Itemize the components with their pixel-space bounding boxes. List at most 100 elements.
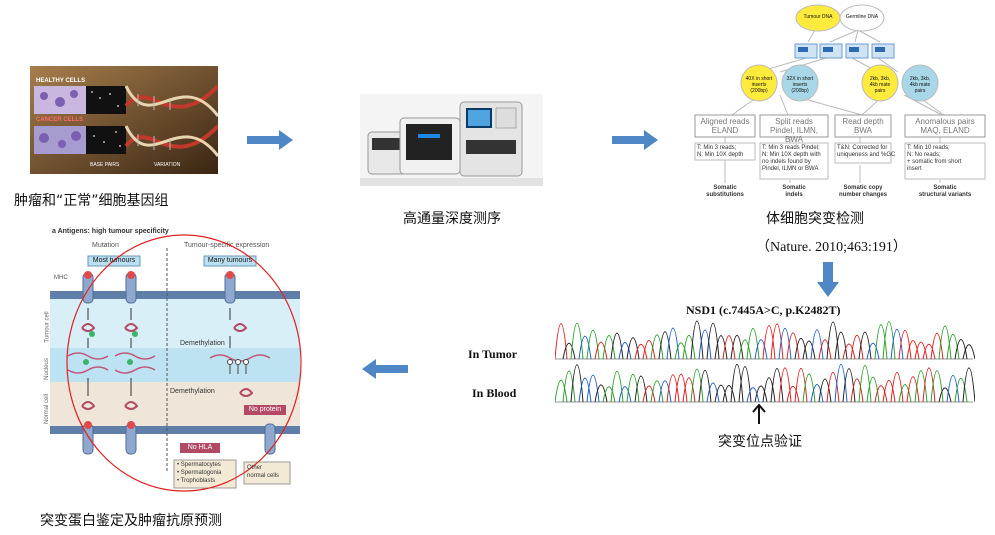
arrow-right-icon [247,130,293,150]
chromatogram-peak [890,328,904,360]
chromatogram-peak [578,335,592,360]
demethylation-label-1: Demethylation [180,340,225,347]
result-line: Somatic copy [843,185,883,191]
chromatogram-peak [650,334,664,360]
healthy-cells-label: HEALTHY CELLS [36,78,86,84]
criteria-line: uniqueness and %GC [837,152,896,158]
chromatogram-peak [618,342,632,360]
other-normal-cells: Other normal cells [247,464,279,480]
tag-many-tumours: Many tumours [207,257,253,264]
dna-helix-illustration [30,66,218,174]
chromatogram-peak [730,335,744,360]
no-protein-label: No protein [248,406,282,413]
chromatogram-peak [682,335,696,360]
result-somatic-indels: Somatic indels [760,185,828,199]
step1-caption: 肿瘤和“正常”细胞基因组 [14,193,169,209]
chromatogram-peak [746,387,760,403]
chromatogram-peak [650,380,664,403]
result-line: substitutions [706,192,744,198]
step3-caption: 体细胞突变检测 [766,211,864,227]
chromatogram-peak [682,377,696,403]
chromatogram-peak [722,335,736,360]
cell-diagram [50,234,302,492]
method-split-reads-criteria: T: Min 3 reads Pindel; N: Min 10X depth … [762,145,821,173]
chromatogram-peak [698,369,712,403]
chromatogram-peak [730,364,744,403]
step4-caption: 突变位点验证 [718,434,802,450]
row-label-tumor: In Tumor [468,347,518,361]
criteria-line: N: Min 10X depth [697,152,744,158]
chromatogram-peak [594,384,608,403]
chromatogram-peak [962,344,975,360]
chromatogram-peak [778,367,792,403]
chromatogram-peak [634,343,648,360]
chromatogram-peak [794,367,808,403]
mhc-label: MHC [54,275,68,281]
column-mutation: Mutation [92,242,119,249]
chromatogram-peak [610,332,624,360]
chromatogram-peak [674,342,688,360]
chromatogram-peak [786,385,800,403]
chromatogram-peak [706,382,720,403]
chromatogram-peak [810,329,824,360]
chromatogram-peak [690,368,704,403]
result-line: structural variants [918,192,972,198]
insert-label-4: 2kb, 3kb, 4kb mate pairs [909,76,931,94]
insert-label-2: 32X in short inserts (200bp) [786,76,814,94]
chromatogram-peak [562,342,576,360]
antigen-figure: a Antigens: high tumour specificity Muta… [30,228,305,496]
step3-citation: （Nature. 2010;463:191） [756,240,907,255]
tumour-dna-node: Tumour DNA [803,14,833,20]
chromatogram-peak [874,324,888,360]
insert-label-3: 2kb, 3kb, 4kb mate pairs [869,76,891,94]
antigen-panel-title: a Antigens: high tumour specificity [52,228,169,235]
chromatogram-peak [826,371,840,403]
chromatogram-peak [906,340,920,360]
side-label-normal-cell: Normal cell [44,393,51,425]
chromatogram-peak [570,322,584,360]
method-aligned-reads-criteria: T: Min 3 reads; N: Min 10X depth [697,145,743,159]
method-split-reads-title: Split reads [775,117,813,126]
chromatogram-peak [698,329,712,360]
chromatogram-peak [610,370,624,403]
chromatogram-peak [858,331,872,360]
chromatogram-peak [850,335,864,360]
result-somatic-substitutions: Somatic substitutions [695,185,755,199]
row-label-blood: In Blood [472,386,517,400]
other-cells-line: normal cells [247,473,280,479]
other-cells-line: Other [247,465,263,471]
chromatogram-peak [770,323,784,360]
chromatogram-peak [722,385,736,403]
chromatogram-peak [594,341,608,360]
criteria-line: insert [907,166,922,172]
chromatogram-peak [714,384,728,403]
chromatogram-peak [714,335,728,360]
criteria-line: T: Min 3 reads; [697,145,737,151]
criteria-line: N: No reads; [907,152,941,158]
result-somatic-copy-number: Somatic copy number changes [830,185,896,199]
genome-image: HEALTHY CELLS CANCER CELLS BASE PAIRS VA… [30,66,218,174]
chromatogram-peak [882,321,896,360]
criteria-line: N: Min 10X depth with [762,152,821,158]
chromatogram-peak [562,370,576,403]
chromatogram-traces [555,320,975,403]
chromatogram-peak [578,377,592,403]
chromatogram-peak [555,379,568,403]
side-label-tumour-cell: Tumour cell [44,311,51,343]
chromatogram-peak [658,331,672,360]
chromatogram-peak [938,325,952,360]
chromatogram-peak [962,367,975,403]
chromatogram-peak [626,337,640,360]
chromatogram-peak [738,366,752,403]
cell-type-item: • Spermatogonia [177,470,222,476]
chromatogram-peak [618,386,632,403]
chromatogram-peak [922,343,936,360]
chromatogram-peak [634,375,648,403]
arrow-left-icon [362,359,408,379]
chromatogram-peak [826,321,840,360]
chromatogram-peak [602,386,616,403]
pipeline-connectors [694,4,986,183]
chromatogram-peak [954,338,968,360]
chromatogram-peak [674,373,688,403]
chromatogram-peak [866,342,880,360]
